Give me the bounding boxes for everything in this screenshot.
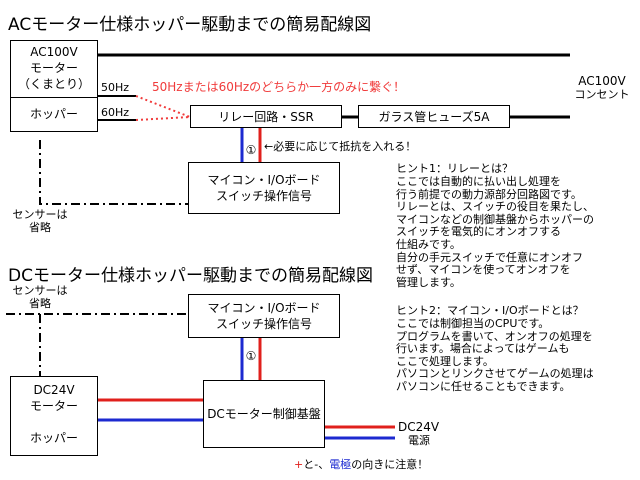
ac-motor-label: モーター <box>29 61 78 75</box>
hint1-body: ここでは自動的に払い出し処理を 行う前提での動力源部分回路図です。 リレーとは、… <box>396 175 594 289</box>
dc-signal-marker: ① <box>244 349 258 363</box>
ac-outlet-label: コンセント <box>574 88 630 101</box>
relay-box: リレー回路・SSR <box>190 105 342 128</box>
fuse-label: ガラス管ヒューズ5A <box>378 109 490 124</box>
ac-motor-divider <box>11 97 97 98</box>
dc-controller-label: DCモーター制御基盤 <box>207 407 321 421</box>
fuse-box: ガラス管ヒューズ5A <box>358 105 510 128</box>
hint2-body: ここでは制御担当のCPUです。 プログラムを書いて、オンオフの処理を 行います。… <box>396 317 594 393</box>
ac-outlet-voltage: AC100V <box>578 74 626 88</box>
dc-mcu-board: マイコン・I/Oボード スイッチ操作信号 <box>188 294 340 338</box>
polarity-mid: と-、 <box>303 458 330 471</box>
dc-motor-box: DC24V モーター ホッパー <box>10 376 98 456</box>
ac-sensor-note-line1: センサーは <box>10 208 70 221</box>
polarity-pole: 電極 <box>329 458 352 471</box>
ac-mcu-label: マイコン・I/Oボード <box>207 173 321 187</box>
polarity-plus: + <box>294 458 304 471</box>
dc-switch-signal-label: スイッチ操作信号 <box>215 317 312 331</box>
dc-controller-board: DCモーター制御基盤 <box>203 380 325 448</box>
dc-power-label: 電源 <box>408 434 430 447</box>
ac-motor-box: AC100V モーター （くまとり） ホッパー <box>10 40 98 132</box>
ac-frequency-note: 50Hzまたは60Hzのどちらか一方のみに繋ぐ！ <box>152 80 406 94</box>
ac-signal-marker: ① <box>244 143 258 157</box>
dc-motor-hopper: ホッパー <box>29 431 78 445</box>
hint2-title: ヒント2：マイコン・I/Oボードとは？ <box>396 304 584 317</box>
polarity-rest: の向きに注意！ <box>351 458 429 471</box>
relay-label: リレー回路・SSR <box>218 109 314 124</box>
dc-sensor-note-line1: センサーは <box>12 284 68 297</box>
ac-motor-type: （くまとり） <box>17 77 90 91</box>
ac-motor-hopper: ホッパー <box>29 107 78 121</box>
ac-mcu-board: マイコン・I/Oボード スイッチ操作信号 <box>188 162 340 214</box>
dc-sensor-note-line2: 省略 <box>29 297 51 310</box>
ac-diagram-title: ACモーター仕様ホッパー駆動までの簡易配線図 <box>8 15 372 35</box>
ac-sensor-line <box>39 140 188 205</box>
dc-diagram-title: DCモーター仕様ホッパー駆動までの簡易配線図 <box>8 266 373 286</box>
hint1-title: ヒント1：リレーとは？ <box>396 162 513 175</box>
resistor-note: ←必要に応じて抵抗を入れる！ <box>264 140 417 153</box>
ac-motor-voltage: AC100V <box>30 45 78 59</box>
dc-motor-voltage: DC24V <box>33 383 75 397</box>
ac-50hz-dotted <box>135 95 191 118</box>
ac-sensor-note-line2: 省略 <box>29 221 51 234</box>
dc-mcu-label: マイコン・I/Oボード <box>207 301 321 315</box>
polarity-note: +と-、電極の向きに注意！ <box>294 458 428 471</box>
ac-50hz-label: 50Hz <box>101 81 130 94</box>
dc-motor-label: モーター <box>29 399 78 413</box>
ac-60hz-label: 60Hz <box>101 106 130 119</box>
ac-60hz-dotted <box>135 116 191 121</box>
ac-switch-signal-label: スイッチ操作信号 <box>215 189 312 203</box>
dc-power-voltage: DC24V <box>398 420 440 434</box>
